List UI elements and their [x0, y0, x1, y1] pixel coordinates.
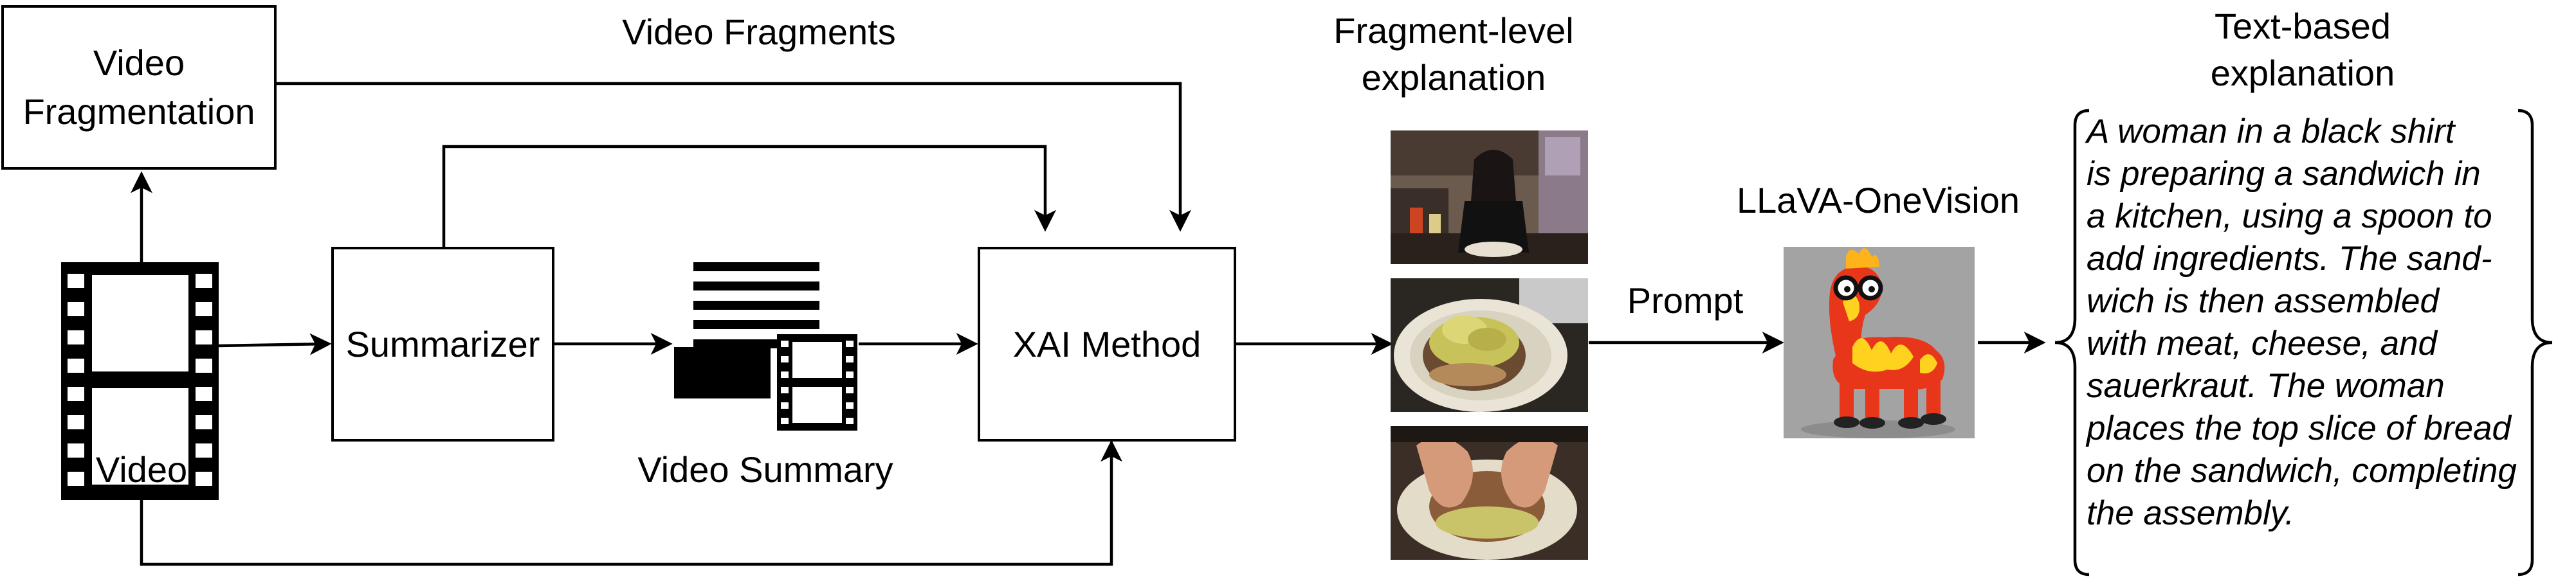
prompt-label: Prompt	[1627, 280, 1744, 321]
explanation-line: with meat, cheese, and	[2087, 325, 2438, 362]
video-fragmentation-box: Video Fragmentation	[1, 5, 277, 170]
fragment-thumbnail	[1391, 278, 1588, 412]
arrow-video-to-summarizer	[218, 333, 332, 355]
explanation-line: the assembly.	[2087, 494, 2295, 532]
explanation-line: wich is then assembled	[2087, 282, 2439, 320]
video-label: Video	[95, 449, 188, 490]
explanation-line: sauerkraut. The woman	[2087, 367, 2445, 405]
sandwich-plate-image	[1391, 278, 1588, 412]
video-summary-label: Video Summary	[637, 449, 893, 490]
fragment-level-explanation-label: Fragment-level explanation	[1333, 10, 1574, 98]
text-explanation: A woman in a black shirt is preparing a …	[2087, 111, 2537, 535]
summary-film-strip-icon	[777, 334, 857, 431]
llava-onevision-label: LLaVA-OneVision	[1737, 180, 2020, 220]
text-based-explanation-label: Text-based explanation	[2210, 6, 2395, 93]
explanation-line: is preparing a sandwich in	[2087, 155, 2481, 193]
video-fragments-label: Video Fragments	[622, 12, 896, 52]
explanation-line: places the top slice of bread	[2087, 409, 2511, 447]
brace-right-icon	[2517, 109, 2553, 577]
hands-sandwich-image	[1391, 426, 1588, 560]
arrow-summarizer-to-xai-top	[442, 145, 1056, 247]
film-strip-icon	[61, 262, 219, 500]
explanation-line: a kitchen, using a spoon to	[2087, 197, 2492, 235]
summarizer-box: Summarizer	[331, 247, 554, 442]
explanation-line: A woman in a black shirt	[2087, 112, 2455, 150]
arrow-fragments-to-xai	[277, 82, 1191, 232]
explanation-line: on the sandwich, completing	[2087, 452, 2517, 490]
kitchen-scene-image	[1391, 130, 1588, 264]
explanation-line: add ingredients. The sand-	[2087, 240, 2492, 278]
arrow-video-to-xai-bottom	[140, 440, 1122, 566]
fragment-thumbnail	[1391, 426, 1588, 560]
fragment-thumbnail	[1391, 130, 1588, 264]
brace-left-icon	[2054, 109, 2090, 577]
llama-mascot-icon	[1784, 247, 1975, 438]
document-lines-icon	[674, 262, 819, 398]
xai-method-box: XAI Method	[978, 247, 1236, 442]
